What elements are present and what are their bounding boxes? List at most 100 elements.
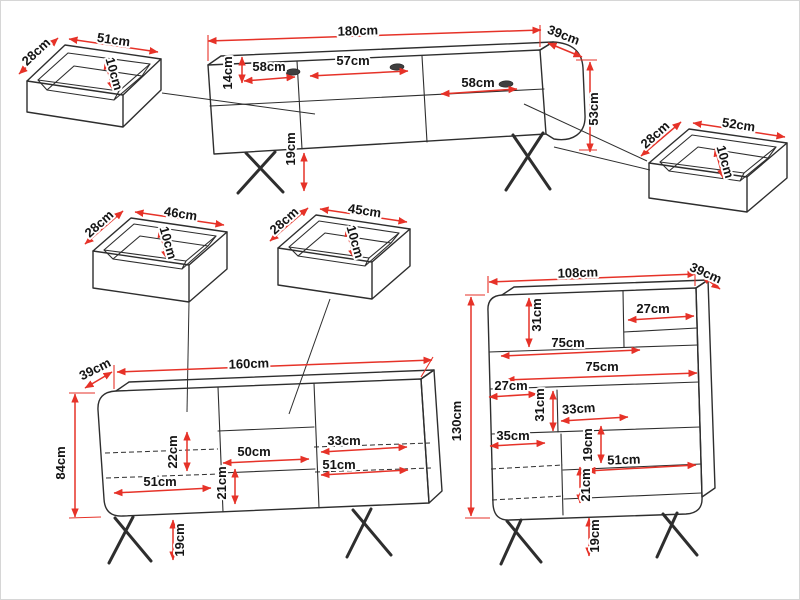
dim-sideboard-width: 160cm — [113, 353, 434, 389]
dimension-label: 51cm — [96, 30, 131, 49]
cabinet: 108cm 39cm 31cm 27cm 75cm 75cm 130cm — [447, 257, 726, 566]
tv-leg-front-right — [511, 133, 552, 191]
dimension-label: 75cm — [585, 359, 618, 374]
dimension-line — [640, 121, 682, 157]
dimension-label: 27cm — [494, 378, 527, 393]
dimension-line — [113, 484, 212, 497]
dimension-label: 22cm — [165, 435, 180, 468]
dimension-label: 14cm — [220, 56, 235, 89]
dimension-label: 84cm — [53, 446, 68, 479]
dimension-label: 108cm — [557, 264, 598, 280]
extension-line — [465, 294, 490, 519]
dimension-label: 10cm — [714, 144, 738, 180]
dimension-label: 160cm — [228, 355, 269, 371]
extension-line — [68, 392, 102, 519]
dimension-line — [68, 36, 159, 55]
cabinet-lower-divider — [560, 433, 564, 516]
dimension-label: 46cm — [163, 204, 198, 224]
dim-cabinet-width: 108cm — [487, 262, 697, 293]
dimension-line — [560, 413, 629, 425]
drawer-top-right: 28cm 52cm 10cm — [636, 113, 788, 213]
dim-drawer-d-height: 10cm — [342, 222, 370, 262]
dim-drawer-d-width: 45cm — [319, 199, 408, 225]
cabinet-hidden-lines — [490, 464, 565, 501]
sideboard-divider-left — [217, 386, 224, 513]
dimension-label: 33cm — [327, 433, 360, 448]
dim-cabinet-lower-left-width: 35cm — [489, 426, 546, 450]
dimension-line — [222, 455, 310, 467]
dim-tv-left-compartment: 58cm — [243, 57, 296, 85]
drawer-mid-left: 28cm 46cm 10cm — [80, 202, 228, 303]
dimension-line — [344, 227, 356, 259]
dimension-line — [18, 37, 59, 75]
dimension-label: 51cm — [322, 457, 355, 472]
dimension-line — [586, 461, 697, 475]
dimension-line — [701, 275, 721, 290]
drawer-mid-center: 28cm 45cm 10cm — [265, 199, 411, 300]
dimension-label: 33cm — [562, 400, 596, 417]
tv-shelf-line — [209, 88, 545, 107]
sideboard: 39cm 160cm 84cm 22cm 50cm 33cm 51cm — [51, 353, 443, 565]
dim-sideboard-right-shelf-width: 51cm — [320, 455, 409, 479]
drawer-walls — [26, 58, 162, 128]
dim-sideboard-left-width: 51cm — [113, 472, 212, 497]
cabinet-mid-shelf — [490, 426, 701, 435]
dimension-line — [320, 466, 409, 479]
dim-cabinet-mid-width: 33cm — [560, 398, 629, 425]
dim-cabinet-shelf-lower: 75cm — [505, 357, 698, 384]
dim-tv-width: 180cm — [207, 20, 542, 61]
sideboard-leg-back-right — [351, 508, 393, 557]
dim-tv-height: 53cm — [576, 59, 603, 153]
tv-handle-right — [498, 80, 514, 88]
leader-tv-to-drawer-b2 — [553, 146, 651, 171]
dim-tv-right-compartment: 58cm — [440, 73, 518, 98]
dimension-label: 35cm — [496, 428, 529, 443]
dim-drawer-b-height: 10cm — [712, 142, 740, 182]
dim-sideboard-leg-height: 19cm — [169, 519, 189, 561]
cabinet-mid-divider — [556, 389, 559, 433]
tv-leg-back-right — [504, 131, 545, 192]
dim-cabinet-mid-height: 31cm — [530, 386, 557, 432]
dimension-line — [157, 228, 169, 260]
dimension-line — [713, 147, 725, 179]
dimension-line — [84, 371, 113, 389]
tv-divider-left — [296, 60, 303, 150]
sideboard-leg-back-left — [113, 516, 153, 563]
dim-cabinet-shelf-upper: 75cm — [500, 333, 641, 360]
dim-drawer-c-width: 46cm — [134, 202, 225, 228]
sideboard-leg-front-left — [107, 515, 135, 565]
dimension-label: 19cm — [283, 132, 298, 165]
dim-cabinet-depth: 39cm — [686, 257, 726, 290]
dim-cabinet-mid-left-width: 27cm — [488, 376, 538, 401]
cabinet-front-face — [487, 287, 703, 521]
cabinet-leg-back-right — [661, 512, 699, 557]
dimension-line — [269, 207, 309, 242]
dim-sideboard-middle-width: 50cm — [222, 442, 310, 467]
cabinet-drawer-line-2 — [563, 492, 702, 500]
tv-handle-middle — [389, 63, 405, 71]
dimension-line — [320, 443, 408, 456]
dim-sideboard-shelf-height: 22cm — [163, 431, 191, 472]
drawer-inner-bottom — [37, 63, 151, 101]
dimension-line — [440, 85, 518, 98]
dimension-label: 27cm — [636, 301, 669, 316]
dimension-label: 58cm — [461, 75, 494, 90]
dimension-label: 10cm — [103, 56, 127, 92]
cabinet-shelf-1 — [488, 344, 699, 353]
tv-side-face — [539, 41, 586, 141]
dim-drawer-b-width: 52cm — [692, 113, 786, 140]
dimension-label: 21cm — [578, 468, 593, 501]
dimension-line — [243, 73, 296, 85]
cabinet-top-divider — [622, 290, 625, 348]
dimension-label: 50cm — [237, 444, 270, 459]
drawer-walls — [648, 142, 788, 213]
sideboard-divider-right — [313, 382, 320, 509]
dimension-line — [134, 209, 225, 228]
sideboard-side-face — [420, 369, 443, 504]
dim-cabinet-bottom-drawer-height: 21cm — [576, 466, 595, 503]
tv-leg-front-left — [244, 151, 285, 194]
dimension-label: 180cm — [337, 22, 378, 38]
dimension-label: 19cm — [587, 519, 602, 552]
tv-leg-back-left — [236, 150, 277, 195]
